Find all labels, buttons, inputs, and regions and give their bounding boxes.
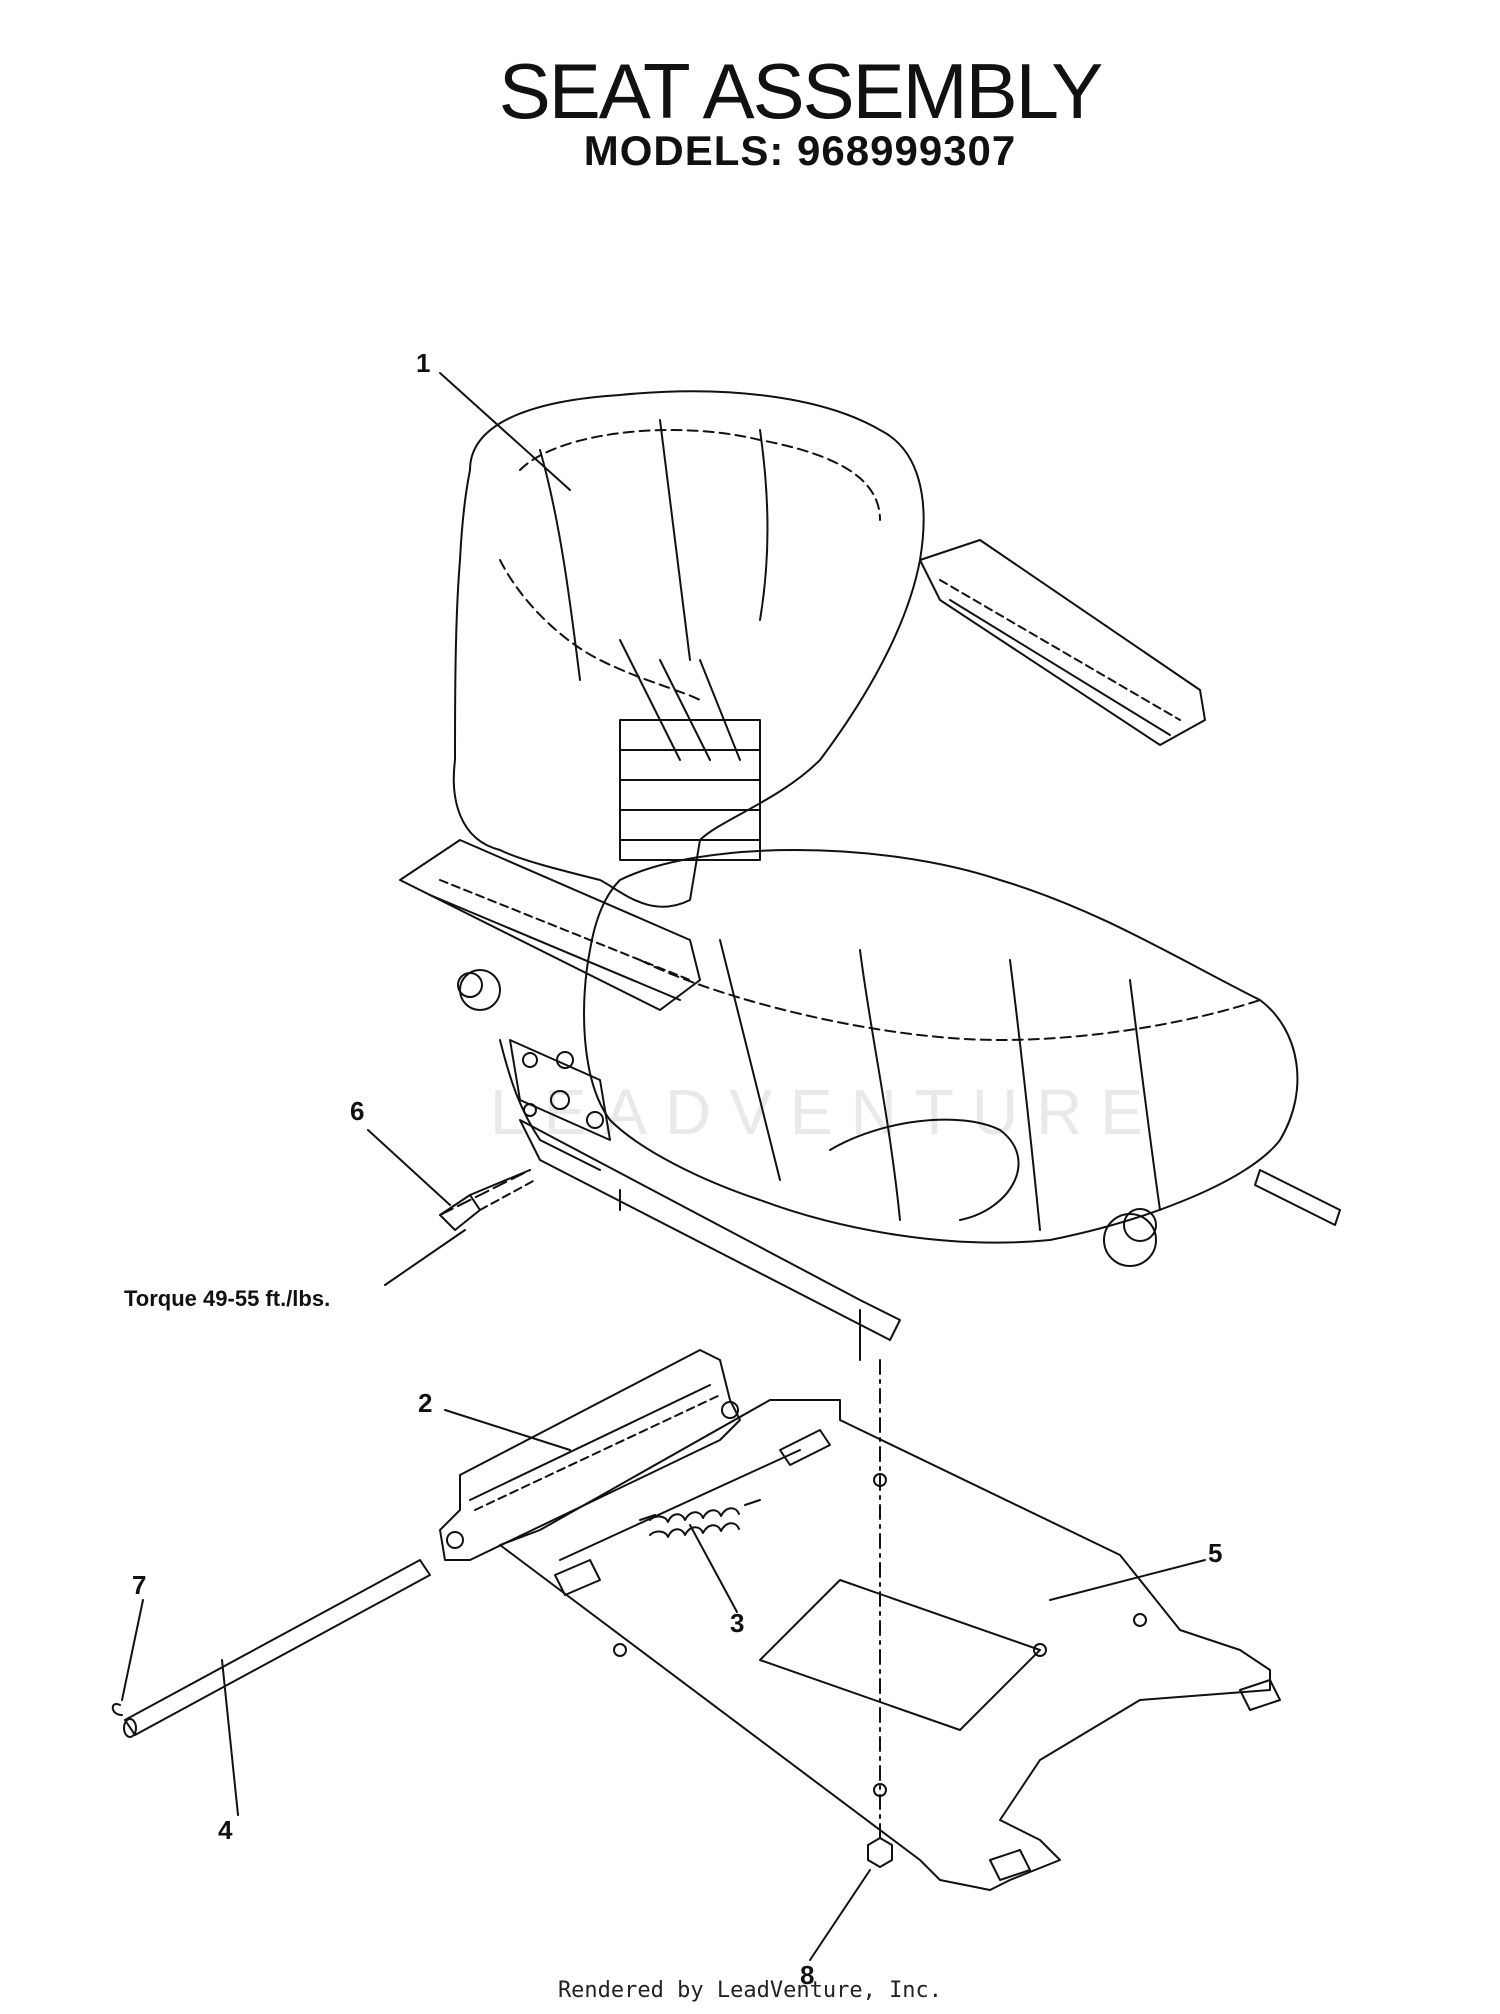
callout-8: 8 bbox=[800, 1960, 815, 1990]
slide-knob bbox=[1103, 1213, 1157, 1267]
diagram-title: SEAT ASSEMBLY bbox=[498, 47, 1104, 135]
seat-base-pan bbox=[519, 1119, 901, 1341]
leader-7 bbox=[121, 1599, 144, 1701]
models-label: MODELS: 968999307 bbox=[583, 127, 1017, 174]
right-armrest bbox=[919, 539, 1206, 746]
leader-8 bbox=[809, 1869, 871, 1961]
leader-3 bbox=[689, 1524, 738, 1613]
adjust-lever bbox=[1254, 1169, 1341, 1226]
seat-cushion-outline bbox=[583, 849, 1299, 1244]
callout-1: 1 bbox=[416, 348, 431, 378]
leader-torque bbox=[384, 1229, 466, 1286]
mount-plate bbox=[499, 1399, 1271, 1891]
leader-5 bbox=[1049, 1559, 1206, 1601]
leader-4 bbox=[221, 1659, 239, 1816]
callout-3: 3 bbox=[730, 1608, 745, 1638]
callout-7: 7 bbox=[132, 1570, 147, 1600]
callout-6: 6 bbox=[350, 1096, 365, 1126]
torque-note: Torque 49-55 ft./lbs. bbox=[124, 1286, 331, 1311]
leader-6 bbox=[367, 1129, 451, 1206]
hinge-bracket bbox=[439, 1349, 741, 1561]
pivot-rod bbox=[124, 1559, 431, 1736]
leader-2 bbox=[444, 1409, 571, 1451]
callout-4: 4 bbox=[218, 1815, 233, 1845]
retaining-clip bbox=[111, 1703, 123, 1716]
plate-cutout bbox=[759, 1579, 1041, 1731]
part-8-nut bbox=[867, 1837, 893, 1868]
callout-5: 5 bbox=[1208, 1538, 1223, 1568]
footer-credit: Rendered by LeadVenture, Inc. bbox=[557, 1978, 943, 2003]
spring bbox=[649, 1507, 740, 1523]
callout-2: 2 bbox=[418, 1388, 433, 1418]
leader-1 bbox=[439, 372, 571, 491]
seat-center-ribs bbox=[619, 719, 761, 861]
